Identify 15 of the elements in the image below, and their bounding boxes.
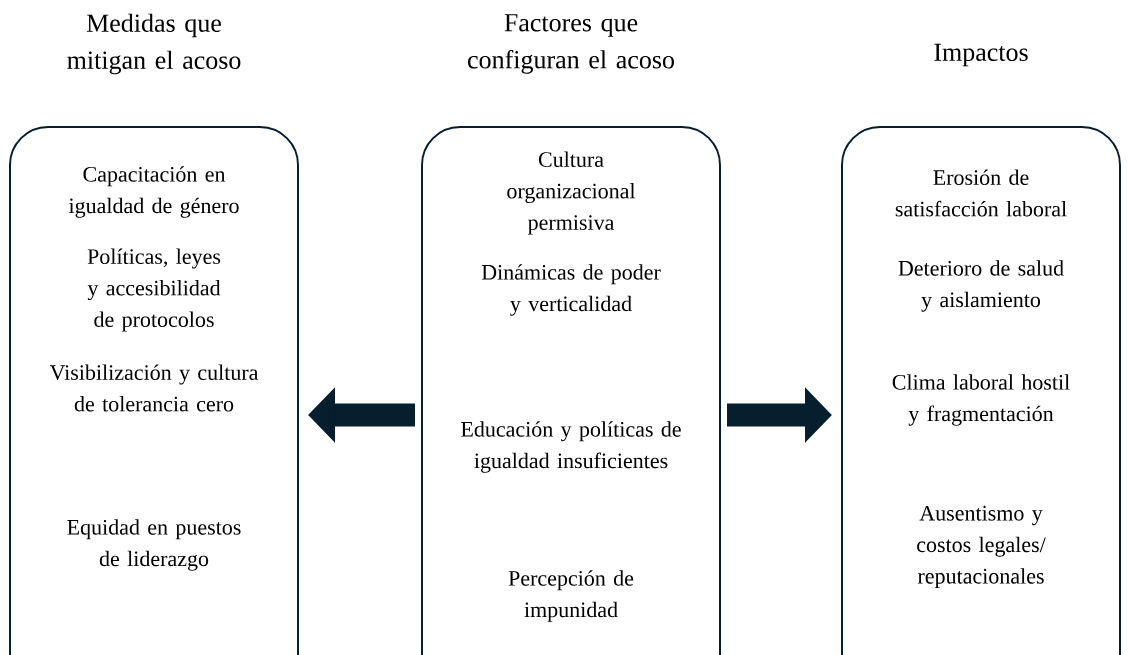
list-item: Visibilización y cultura de tolerancia cero [49, 364, 259, 412]
column-heading: Medidas que mitigan el acoso [67, 13, 241, 75]
list-item: Dinámicas de poder y verticalidad [481, 264, 661, 316]
list-item: Equidad en puestos de liderazgo [67, 519, 241, 571]
list-item: Deterioro de salud y aislamiento [898, 260, 1064, 312]
list-item: Erosión de satisfacción laboral [895, 169, 1067, 217]
column-heading: Impactos [934, 43, 1028, 67]
list-item: Percepción de impunidad [508, 570, 634, 622]
list-item: Ausentismo y costos legales/ reputacionales [917, 505, 1046, 589]
list-item: Políticas, leyes y accesibilidad de protocolos [87, 248, 221, 332]
list-item: Clima laboral hostil y fragmentación [892, 374, 1070, 426]
list-item: Capacitación en igualdad de género [68, 166, 239, 218]
list-item: Cultura organizacional permisiva [507, 151, 636, 235]
list-item: Educación y políticas de igualdad insuficientes [461, 421, 681, 473]
column-heading: Factores que configuran el acoso [468, 14, 674, 74]
